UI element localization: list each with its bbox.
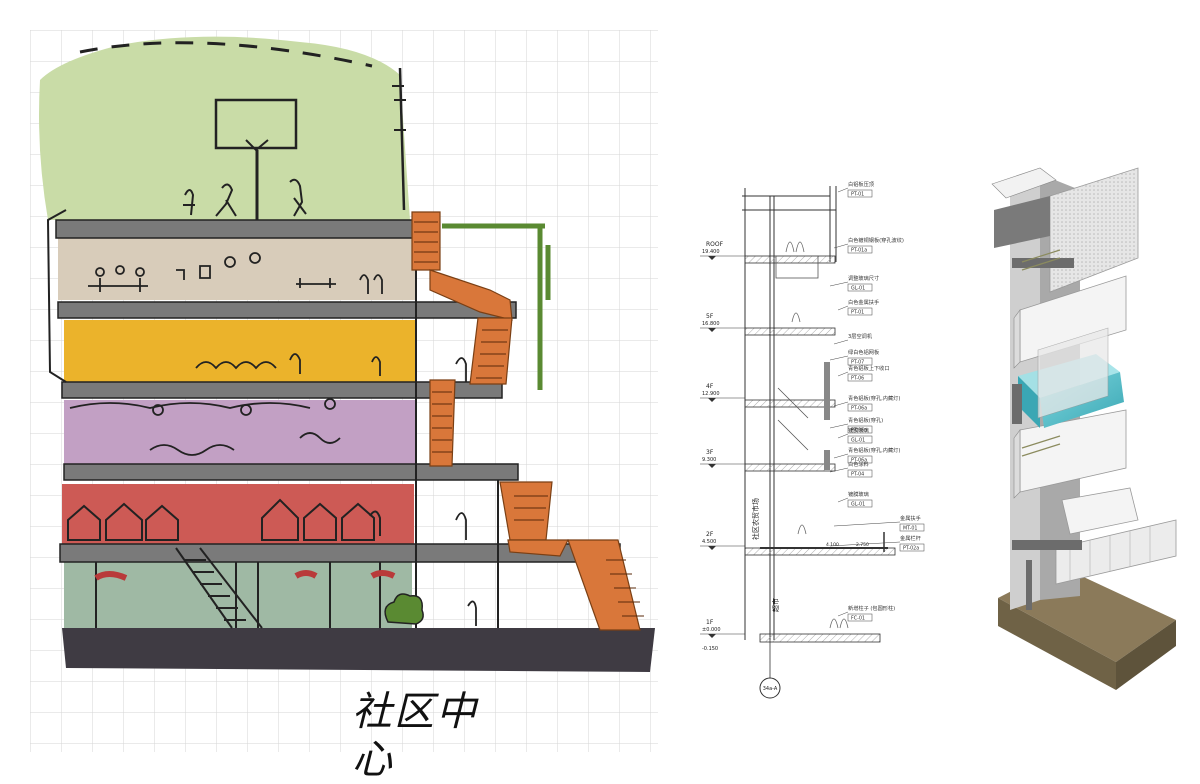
- callout-code: PT-01: [851, 192, 864, 198]
- floor-slabs: [55, 219, 621, 563]
- level-name: ROOF: [706, 241, 724, 248]
- sketch-section: [30, 30, 658, 752]
- floor-2-band: [62, 484, 414, 546]
- callout-code: PT-06a: [851, 458, 867, 464]
- level-name: 1F: [706, 619, 714, 626]
- callout-code: PT-06: [851, 376, 864, 382]
- callout-code: PT-02a: [903, 546, 919, 552]
- level-elevation: 16.800: [702, 321, 720, 327]
- callout-code: PT-01a: [851, 248, 867, 254]
- callout-text: 金属扶手: [900, 514, 921, 522]
- grade-level-label: -0.150: [702, 646, 718, 652]
- callout-code: PT-06a: [851, 428, 867, 434]
- callout-text: 镀膜玻璃: [848, 426, 869, 434]
- callout-code: PT-04: [851, 472, 864, 478]
- callout-code: PT-01: [851, 310, 864, 316]
- callout-text: 镀膜玻璃: [848, 490, 869, 498]
- level-name: 5F: [706, 313, 714, 320]
- callout-text: 青色铝板上下收口: [848, 364, 890, 372]
- callout-code: GL-01: [851, 286, 865, 292]
- material-callouts: 白铝板压顶 PT-01 白色镀铜钢板(穿孔波纹) PT-01a 调整玻璃尺寸 GL-01 白…: [829, 180, 925, 622]
- sketch-title-handwritten: 社区中心: [352, 689, 478, 783]
- basketball-hoop-icon: [214, 98, 298, 150]
- dim-label-2: 2.750: [856, 542, 869, 548]
- callout-text: 青色铝板(穿孔): [848, 416, 883, 424]
- callout-code: MT-01: [903, 526, 917, 532]
- floor-3-band: [64, 400, 416, 468]
- level-elevation: 4.500: [702, 539, 716, 545]
- callout-text: 青色铝板(穿孔,内藏灯): [848, 446, 900, 454]
- axonometric-view: [991, 167, 1177, 690]
- callout-text: 青色铝板(穿孔,内藏灯): [848, 394, 900, 402]
- callout-code: GL-01: [851, 502, 865, 508]
- callout-code: PT-06a: [851, 406, 867, 412]
- floor-2-house-doodles: [67, 498, 381, 541]
- callout-code: GL-01: [851, 438, 865, 444]
- level-elevation: ±0.000: [702, 627, 721, 633]
- callout-text: 白色镀铜钢板(穿孔波纹): [848, 236, 904, 244]
- callout-code: PT-07: [851, 360, 864, 366]
- callout-text: 白色金属扶手: [848, 298, 879, 306]
- level-name: 3F: [706, 449, 714, 456]
- floor-1-band: [64, 562, 412, 628]
- base-slab: [62, 628, 655, 672]
- level-elevation: 9.300: [702, 457, 716, 463]
- callout-text: 白色涂料: [848, 460, 869, 468]
- level-elevation: 19.400: [702, 249, 720, 255]
- internal-stair: [175, 547, 263, 629]
- dim-label-1: 4.100: [826, 542, 839, 548]
- room-market-label: 社区农贸市场: [751, 498, 760, 540]
- callout-text: 调整玻璃尺寸: [848, 274, 879, 282]
- callout-text: 白铝板压顶: [848, 180, 874, 188]
- tree-icon: [384, 593, 424, 625]
- grid-bubble-label: 34a-A: [763, 686, 778, 692]
- level-name: 2F: [706, 531, 714, 538]
- callout-text: 金属栏杆: [900, 534, 921, 542]
- callout-text: 绿白色铝网板: [848, 348, 880, 356]
- floor-5-band: [58, 238, 416, 300]
- callout-text: 3层空调机: [848, 332, 873, 340]
- roof-court-area: [39, 36, 410, 220]
- level-elevation: 12.900: [702, 391, 720, 397]
- roof-figures: [183, 178, 307, 217]
- callout-code: FC-01: [851, 616, 865, 622]
- callout-text: 新增柱子 (包圆形柱): [848, 604, 895, 612]
- room-supermarket-label: 超市: [771, 598, 780, 612]
- level-name: 4F: [706, 383, 714, 390]
- floor-4-band: [64, 320, 416, 382]
